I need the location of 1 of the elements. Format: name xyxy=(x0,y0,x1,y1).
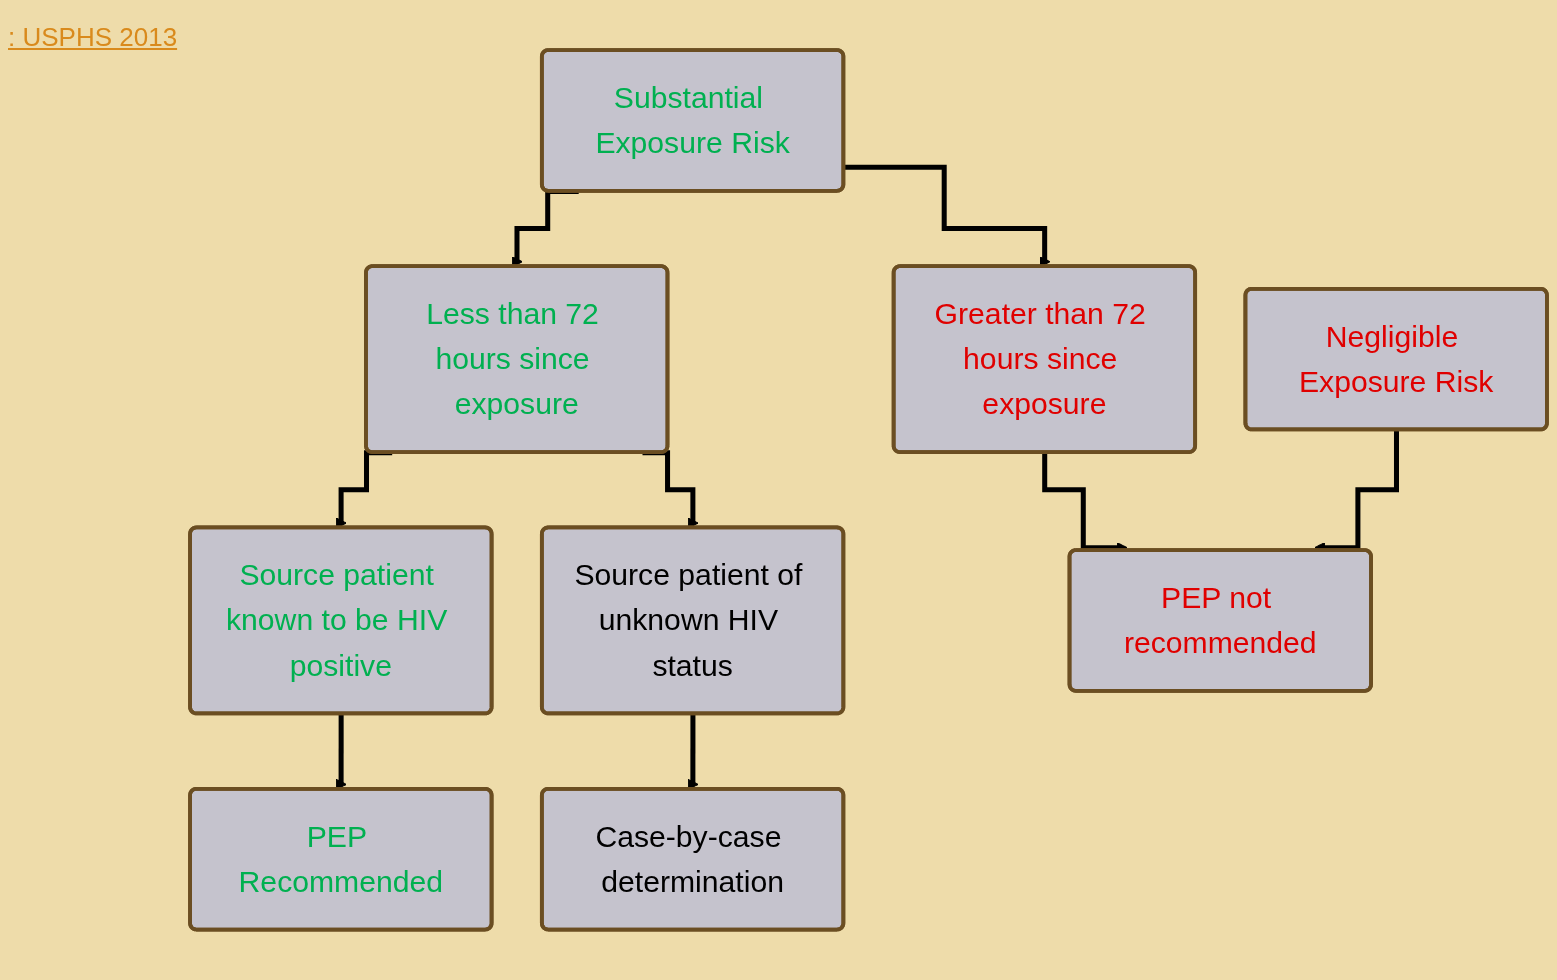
source-link: : USPHS 2013 xyxy=(8,22,178,52)
